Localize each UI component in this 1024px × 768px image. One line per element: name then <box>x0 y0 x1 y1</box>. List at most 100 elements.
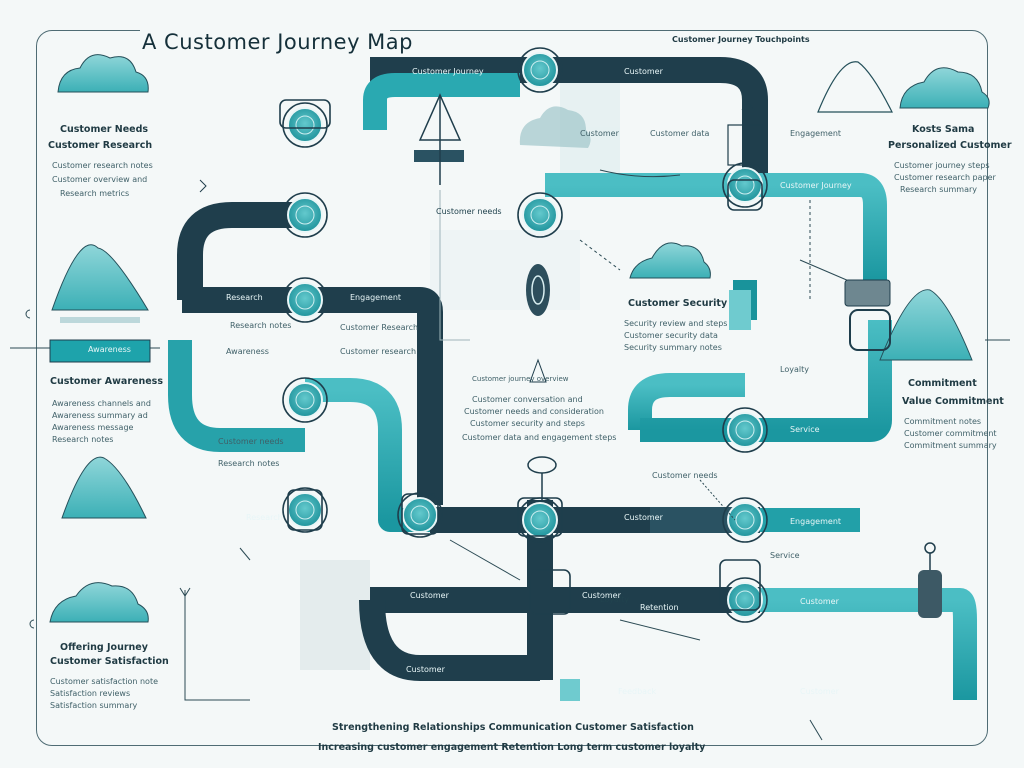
pipe-label: Research <box>226 293 263 302</box>
footer-line-1: Strengthening Relationships Communicatio… <box>332 722 694 733</box>
journey-node <box>722 577 768 623</box>
teal-pipes <box>168 73 977 702</box>
journey-node <box>722 497 768 543</box>
center-line: Security review and steps <box>624 319 728 328</box>
pipe-note: Customer data <box>650 129 710 138</box>
left-block-2-line: Research notes <box>52 435 114 444</box>
right-block-2-heading: Commitment <box>908 378 977 389</box>
right-block-2-line: Customer commitment <box>904 429 997 438</box>
pipe-label: Customer Journey <box>780 181 852 190</box>
cloud-icon <box>629 242 711 279</box>
journey-node <box>722 407 768 453</box>
pipe-note: Research notes <box>218 459 280 468</box>
journey-node <box>282 277 328 323</box>
left-block-1-line: Customer overview and <box>52 175 148 184</box>
center-line: Security summary notes <box>624 343 722 352</box>
pipe-note: Customer needs <box>652 471 718 480</box>
valve-icon <box>918 542 942 618</box>
background-washes <box>300 60 620 670</box>
arrow-icon <box>199 101 763 193</box>
header-caption: Customer Journey Touchpoints <box>672 35 810 44</box>
right-block-1-heading: Kosts Sama <box>912 124 975 135</box>
pipe-clamp <box>401 493 439 535</box>
pipe-note: Service <box>770 551 800 560</box>
pipe-label: Customer <box>410 591 449 600</box>
pipe-clamp <box>719 559 761 611</box>
right-block-2-subheading: Value Commitment <box>902 396 1004 407</box>
pipe-label: Customer <box>406 665 445 674</box>
left-block-2-line: Awareness message <box>52 423 134 432</box>
pipe-label: Research <box>246 513 283 522</box>
left-block-1-subheading: Customer Research <box>48 140 153 151</box>
cloud-icon <box>49 582 149 623</box>
left-block-2-subheading: Customer Awareness <box>50 376 163 387</box>
map-frame <box>36 30 988 746</box>
mountain-icon <box>817 61 893 113</box>
mountain-icon <box>51 244 149 323</box>
pipe-note: Loyalty <box>780 365 809 374</box>
pipe-note: Research notes <box>230 321 292 330</box>
left-block-3-subheading: Customer Satisfaction <box>50 656 169 667</box>
left-tab-label: Awareness <box>88 345 131 354</box>
left-block-3-line: Satisfaction reviews <box>50 689 131 698</box>
left-block-3-heading: Offering Journey <box>60 642 148 653</box>
cloud-icon <box>57 54 149 93</box>
pipe-note: Customer needs <box>218 437 284 446</box>
pipe-label: Customer <box>582 591 621 600</box>
center-long-line: Customer security and steps <box>470 419 585 428</box>
valve-icon <box>844 279 891 351</box>
left-block-1-line: Research metrics <box>60 189 130 198</box>
center-long-line: Customer conversation and <box>472 395 583 404</box>
pipe-label: Engagement <box>790 517 842 526</box>
mountain-icon <box>61 456 147 519</box>
teal-light-pipes <box>560 290 751 701</box>
pipe-label: Customer needs <box>436 207 502 216</box>
journey-node <box>282 192 328 238</box>
journey-node <box>282 377 328 423</box>
pipe-note: Customer research <box>340 347 417 356</box>
left-block-2-line: Awareness summary ad <box>52 411 148 420</box>
journey-node <box>517 192 563 238</box>
map-title: A Customer Journey Map <box>142 30 413 54</box>
journey-node <box>282 487 328 533</box>
pipe-label: Customer <box>800 597 839 606</box>
right-block-2-line: Commitment summary <box>904 441 997 450</box>
pipe-label: Customer Journey <box>412 67 484 76</box>
center-heading: Customer Security <box>628 298 728 309</box>
pipe-clamp <box>727 179 763 211</box>
pipe-label: Customer <box>624 67 663 76</box>
center-note: Customer journey overview <box>472 375 569 383</box>
right-block-1-line: Customer research paper <box>894 173 996 182</box>
pipe-label: Customer <box>800 687 839 696</box>
mountain-icon <box>879 289 973 361</box>
pipe-label: Loyalty <box>600 595 629 604</box>
left-block-3-line: Satisfaction summary <box>50 701 138 710</box>
pipe-note: Awareness <box>226 347 269 356</box>
left-block-1-line: Customer research notes <box>52 161 153 170</box>
pipe-label: Retention <box>640 603 679 612</box>
pipe-note: Engagement <box>790 129 842 138</box>
pipe-label: Feedback <box>618 687 657 696</box>
frame-title-gap <box>140 24 390 38</box>
pipe-note: Customer <box>580 129 619 138</box>
pipe-clamp <box>279 99 331 129</box>
journey-node <box>722 162 768 208</box>
pipe-note: Customer Research <box>340 323 419 332</box>
center-long-line: Customer data and engagement steps <box>462 433 617 442</box>
cloud-icon <box>899 67 990 109</box>
annotation-lines <box>10 169 1010 741</box>
pipe-label: Service <box>790 425 820 434</box>
pipe-label: Customer <box>624 513 663 522</box>
left-block-1-heading: Customer Needs <box>60 124 149 135</box>
journey-node <box>517 47 563 93</box>
footer-line-2: Increasing customer engagement Retention… <box>318 742 706 753</box>
right-block-1-line: Customer journey steps <box>894 161 990 170</box>
left-block-3-line: Customer satisfaction note <box>50 677 159 686</box>
pipe-label: Engagement <box>350 293 402 302</box>
right-block-2-line: Commitment notes <box>904 417 982 426</box>
pipe-clamp <box>529 569 571 615</box>
journey-nodes <box>279 47 768 623</box>
pointer-icon <box>526 264 557 500</box>
